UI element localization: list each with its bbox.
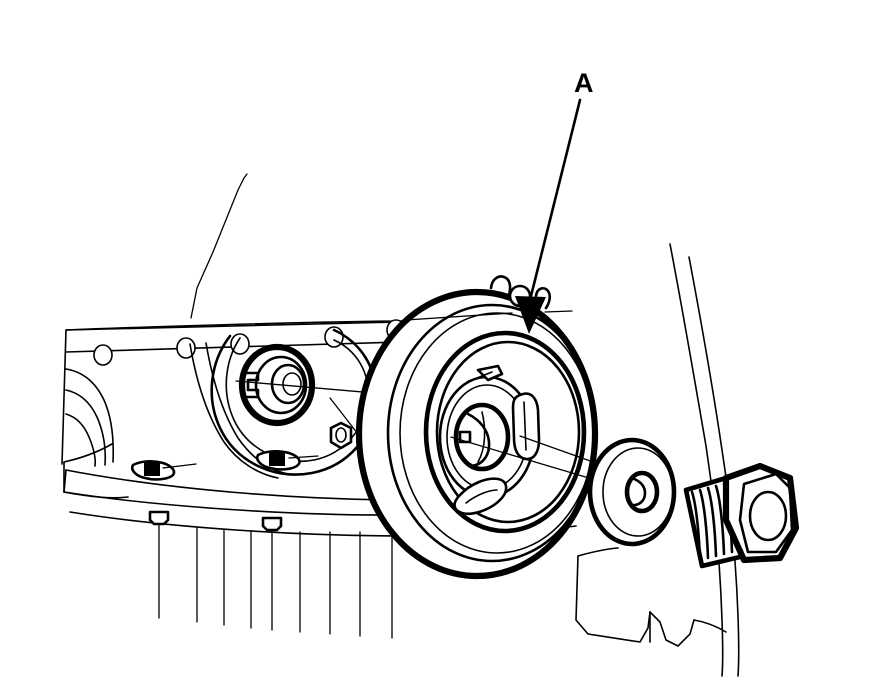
lower-bracket [575,547,727,647]
pulley-bolt [683,462,800,569]
callout-a-leader [527,98,582,306]
pulley-top-tabs [489,275,552,310]
cover-nut [329,421,353,450]
callout-a-label-text: A [574,68,594,98]
callout-a-arrowhead [515,296,546,334]
vehicle-frame-rail [669,243,740,677]
flange-bolt-tabs [130,449,319,481]
pulley-washer [587,437,677,547]
callout-a [515,98,582,334]
crankshaft-pulley [355,275,637,580]
callout-a-label: A [574,68,594,99]
cover-leader-line [190,173,248,319]
